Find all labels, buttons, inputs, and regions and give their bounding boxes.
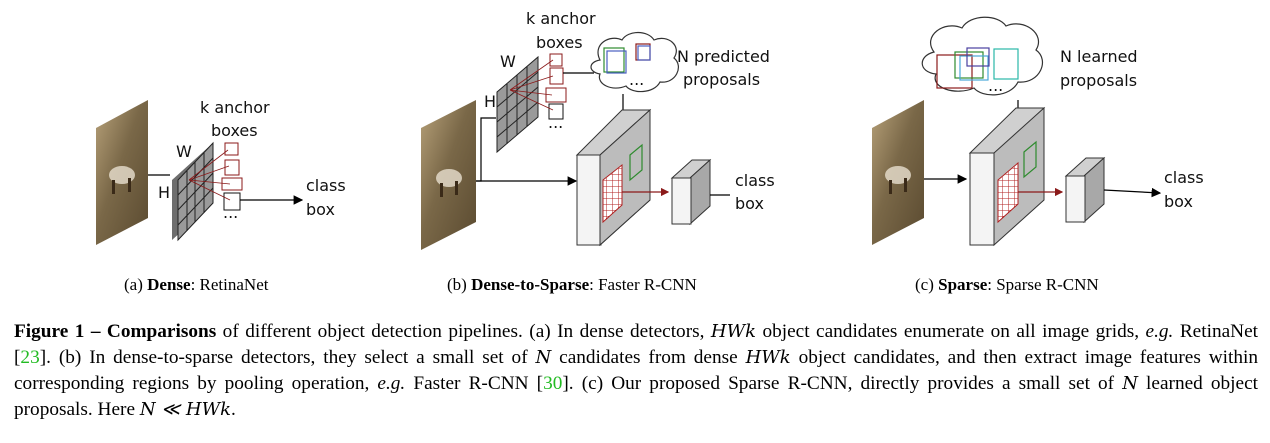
- math-hwk: HWk: [710, 321, 757, 342]
- grid-width-label: W: [500, 52, 516, 71]
- figure-caption: Figure 1 – Comparisons of different obje…: [14, 321, 1258, 420]
- anchor-label-line2: boxes: [211, 121, 258, 140]
- output-box-label: box: [306, 200, 335, 219]
- feature-map-cube: [575, 108, 652, 247]
- grid-height-label: H: [484, 92, 496, 111]
- citation-link[interactable]: 30: [543, 373, 563, 394]
- input-image: [421, 100, 476, 250]
- panel-c: ... N learned proposals class box (c) Sp…: [872, 16, 1204, 294]
- cloud-icon: [590, 31, 679, 93]
- anchor-boxes: [509, 53, 567, 120]
- math-relation: N ≪ HWk: [139, 399, 231, 420]
- feature-grid: [172, 141, 214, 242]
- panel-b: W H k anchor boxes ... ... N predicted p…: [421, 9, 775, 294]
- cloud-icon: [921, 16, 1044, 96]
- figure-diagram: W H k anchor boxes ... class box (a) Den…: [96, 9, 1204, 294]
- proposals-label-line1: N predicted: [677, 47, 770, 66]
- roi-feature-cube: [1064, 156, 1106, 224]
- cloud-ellipsis: ...: [629, 70, 644, 89]
- grid-height-label: H: [158, 183, 170, 202]
- anchor-label-line2: boxes: [536, 33, 583, 52]
- feature-grid: [496, 55, 539, 154]
- output-box-label: box: [1164, 192, 1193, 211]
- math-n: N: [1122, 373, 1138, 394]
- subcaption-b: (b) Dense-to-Sparse: Faster R-CNN: [447, 275, 697, 294]
- output-box-label: box: [735, 194, 764, 213]
- math-n: N: [535, 347, 552, 368]
- anchor-label-line1: k anchor: [526, 9, 596, 28]
- arrow-icon: [1103, 187, 1162, 198]
- feature-map-cube: [968, 106, 1046, 247]
- input-image: [96, 100, 148, 245]
- output-class-label: class: [306, 176, 346, 195]
- anchor-ellipsis: ...: [223, 203, 238, 222]
- anchor-label-line1: k anchor: [200, 98, 270, 117]
- grid-width-label: W: [176, 142, 192, 161]
- cloud-ellipsis: ...: [988, 76, 1003, 95]
- math-hwk: HWk: [745, 347, 791, 368]
- subcaption-a: (a) Dense: RetinaNet: [124, 275, 269, 294]
- panel-a: W H k anchor boxes ... class box (a) Den…: [96, 98, 346, 294]
- proposals-label-line2: proposals: [683, 70, 760, 89]
- anchor-ellipsis: ...: [548, 113, 563, 132]
- input-image: [872, 100, 924, 245]
- proposals-label-line2: proposals: [1060, 71, 1137, 90]
- figure-label: Figure 1 – Comparisons: [14, 321, 217, 342]
- citation-link[interactable]: 23: [20, 347, 40, 368]
- output-class-label: class: [735, 171, 775, 190]
- output-class-label: class: [1164, 168, 1204, 187]
- connector-line: [476, 117, 496, 182]
- subcaption-c: (c) Sparse: Sparse R-CNN: [915, 275, 1099, 294]
- anchor-boxes: [188, 142, 243, 211]
- proposals-label-line1: N learned: [1060, 47, 1138, 66]
- roi-feature-cube: [670, 158, 712, 226]
